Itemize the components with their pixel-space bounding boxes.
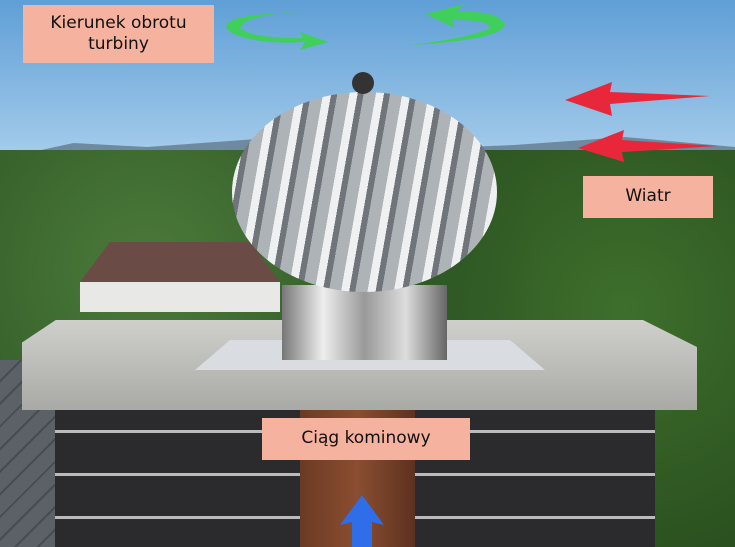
rotation-direction-label: Kierunek obrotu turbiny bbox=[23, 5, 214, 63]
turbine-neck bbox=[282, 285, 447, 360]
house bbox=[80, 242, 280, 312]
wind-label: Wiatr bbox=[583, 176, 713, 218]
rotation-arrow-icon bbox=[410, 4, 505, 45]
draft-arrow-icon bbox=[340, 495, 384, 547]
wind-arrow-icon bbox=[565, 82, 710, 116]
rotation-arrow-icon bbox=[226, 12, 328, 50]
chimney-draft-label: Ciąg kominowy bbox=[262, 418, 470, 460]
wind-arrow-icon bbox=[578, 130, 718, 162]
turbine-head bbox=[232, 92, 497, 292]
turbine-knob bbox=[352, 72, 374, 94]
